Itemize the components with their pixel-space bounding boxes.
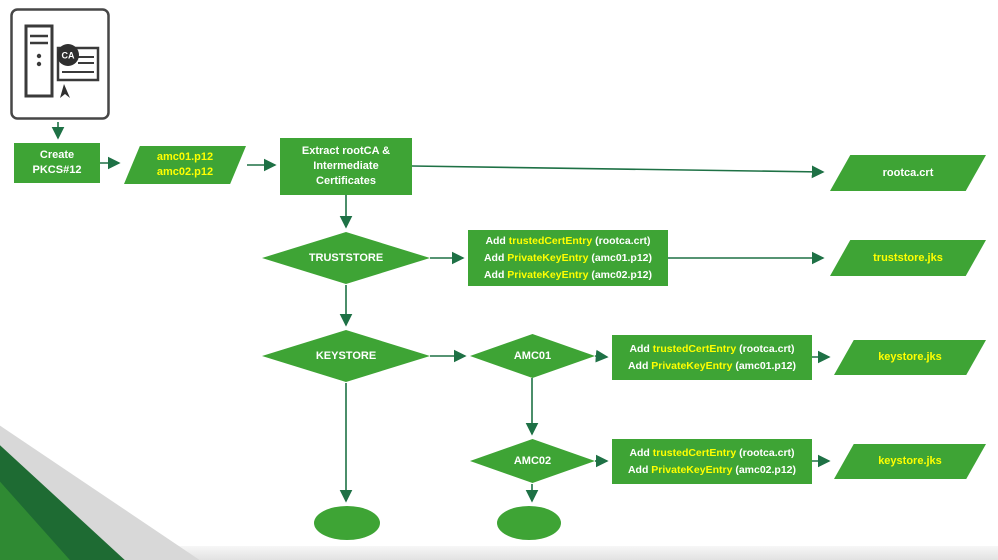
amc01-decision-node: AMC01 bbox=[470, 334, 595, 378]
amc02-add-line2: Add PrivateKeyEntry (amc02.p12) bbox=[627, 463, 797, 476]
extract-line1: Extract rootCA & bbox=[301, 145, 391, 158]
truststore-add-line2: Add PrivateKeyEntry (amc01.p12) bbox=[483, 251, 653, 264]
p12-file2-label: amc02.p12 bbox=[156, 166, 214, 178]
extract-line2: Intermediate bbox=[313, 160, 379, 173]
amc02-decision-node: AMC02 bbox=[470, 439, 595, 483]
keystore-decision-node: KEYSTORE bbox=[262, 330, 430, 382]
bottom-strip-decoration bbox=[0, 546, 998, 560]
amc02-add-node: Add trustedCertEntry (rootca.crt) Add Pr… bbox=[612, 439, 812, 484]
keystore-label: KEYSTORE bbox=[315, 349, 377, 362]
truststore-add-line3: Add PrivateKeyEntry (amc02.p12) bbox=[483, 268, 653, 281]
amc02-add-line1: Add trustedCertEntry (rootca.crt) bbox=[629, 446, 795, 459]
amc02-label: AMC02 bbox=[513, 454, 552, 467]
extract-line3: Certificates bbox=[316, 174, 376, 187]
amc01-add-line1: Add trustedCertEntry (rootca.crt) bbox=[629, 342, 795, 355]
amc01-add-line2: Add PrivateKeyEntry (amc01.p12) bbox=[627, 359, 797, 372]
p12-file1-label: amc01.p12 bbox=[156, 151, 214, 164]
truststore-jks-label: truststore.jks bbox=[873, 251, 943, 264]
truststore-label: TRUSTSTORE bbox=[308, 251, 384, 264]
keystore-jks-label-1: keystore.jks bbox=[878, 351, 942, 364]
keystore-jks-node-2: keystore.jks bbox=[834, 444, 986, 479]
keystore-jks-node-1: keystore.jks bbox=[834, 340, 986, 375]
rootca-crt-label: rootca.crt bbox=[882, 166, 934, 179]
amc01-add-node: Add trustedCertEntry (rootca.crt) Add Pr… bbox=[612, 335, 812, 380]
create-pkcs12-line1: Create bbox=[39, 149, 75, 162]
amc01-label: AMC01 bbox=[513, 349, 552, 362]
truststore-decision-node: TRUSTSTORE bbox=[262, 232, 430, 284]
p12-files-node: amc01.p12 amc02.p12 bbox=[124, 146, 246, 184]
keystore-jks-label-2: keystore.jks bbox=[878, 455, 942, 468]
extract-certificates-node: Extract rootCA & Intermediate Certificat… bbox=[280, 138, 412, 195]
truststore-jks-node: truststore.jks bbox=[830, 240, 986, 276]
terminator-ellipse-1 bbox=[314, 506, 380, 540]
create-pkcs12-line2: PKCS#12 bbox=[32, 164, 82, 176]
truststore-add-line1: Add trustedCertEntry (rootca.crt) bbox=[485, 234, 651, 247]
create-pkcs12-node: Create PKCS#12 bbox=[14, 143, 100, 183]
ca-server-icon: CA bbox=[10, 8, 110, 120]
rootca-crt-node: rootca.crt bbox=[830, 155, 986, 191]
truststore-add-node: Add trustedCertEntry (rootca.crt) Add Pr… bbox=[468, 230, 668, 286]
ca-badge-label: CA bbox=[62, 51, 75, 61]
terminator-ellipse-2 bbox=[497, 506, 561, 540]
